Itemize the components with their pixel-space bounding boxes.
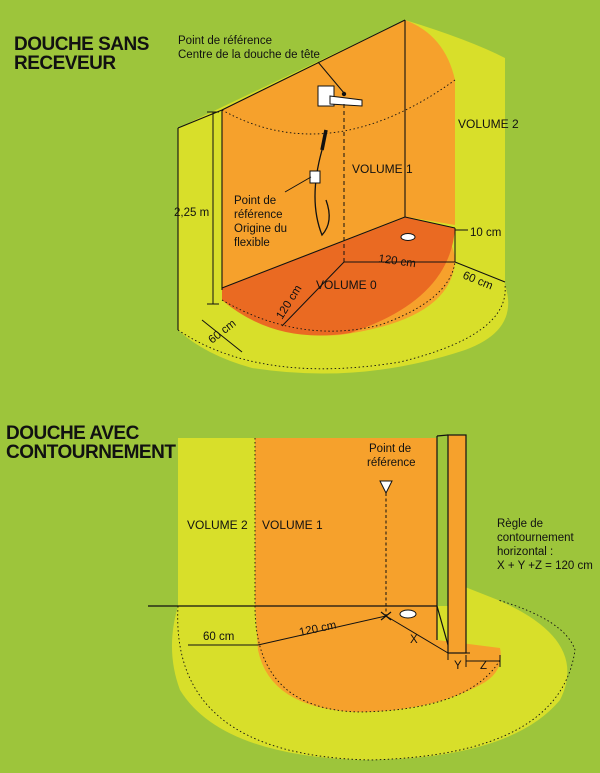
floor-dimensions-bottom — [188, 615, 501, 667]
head-shower-fixture — [317, 85, 363, 107]
flex-reference-label-2: référence — [234, 209, 283, 221]
volume2-wall — [178, 438, 255, 606]
reference-point-marker — [379, 480, 393, 495]
dotted-boundaries-bottom — [177, 438, 576, 761]
rule-label-3: horizontal : — [497, 546, 553, 558]
volume2-label-top: VOLUME 2 — [458, 117, 519, 131]
floor-drain-top — [400, 233, 416, 241]
height-label: 2,25 m — [174, 207, 209, 219]
floor-corner-line — [436, 605, 449, 646]
rule-label-1: Règle de — [497, 518, 543, 530]
dimension-120cm-horizontal: 120 cm — [378, 253, 417, 270]
volume0-zone — [222, 217, 455, 336]
volume2-label-bottom: VOLUME 2 — [187, 518, 248, 532]
volume1-label-top: VOLUME 1 — [352, 162, 413, 176]
dimension-60cm-bottom: 60 cm — [203, 631, 234, 643]
head-reference-label-2: Centre de la douche de tête — [178, 49, 320, 61]
dotted-boundaries-top — [177, 79, 506, 370]
volume0-label: VOLUME 0 — [316, 278, 377, 292]
wall-edges-top — [177, 19, 456, 330]
label-y: Y — [454, 660, 462, 672]
title-top-line2: RECEVEUR — [14, 53, 116, 74]
floor-dimensions-top — [201, 228, 506, 353]
title-bottom-line2: CONTOURNEMENT — [6, 442, 176, 463]
volume1-wall — [255, 438, 437, 606]
head-reference-leader — [317, 61, 345, 94]
flex-reference-label-3: Origine du — [234, 223, 287, 235]
partition-wall — [447, 434, 467, 654]
label-z: Z — [480, 660, 487, 672]
dimension-10cm: 10 cm — [470, 227, 501, 239]
head-reference-label-1: Point de référence — [178, 35, 272, 47]
flex-reference-label-4: flexible — [234, 237, 270, 249]
reference-label-2: référence — [367, 457, 416, 469]
flex-reference-label-1: Point de — [234, 195, 276, 207]
floor-drain-bottom — [399, 609, 417, 619]
diagram-shower-with-bypass: DOUCHE AVEC CONTOURNEMENT Point de référ… — [6, 423, 593, 761]
partition-wall-edge — [436, 434, 449, 437]
title-top-line1: DOUCHE SANS — [14, 34, 149, 55]
height-dimension — [207, 111, 219, 305]
label-x: X — [410, 634, 418, 646]
flexible-reference-leader — [284, 176, 312, 193]
volume1-floor — [255, 606, 501, 712]
rule-label-2: contournement — [497, 532, 575, 544]
rule-label-4: X + Y +Z = 120 cm — [497, 560, 593, 572]
diagram-shower-without-tray: DOUCHE SANS RECEVEUR Point de référence … — [14, 19, 519, 374]
volume1-label-bottom: VOLUME 1 — [262, 518, 323, 532]
reference-label-1: Point de — [369, 443, 411, 455]
title-bottom-line1: DOUCHE AVEC — [6, 423, 140, 444]
